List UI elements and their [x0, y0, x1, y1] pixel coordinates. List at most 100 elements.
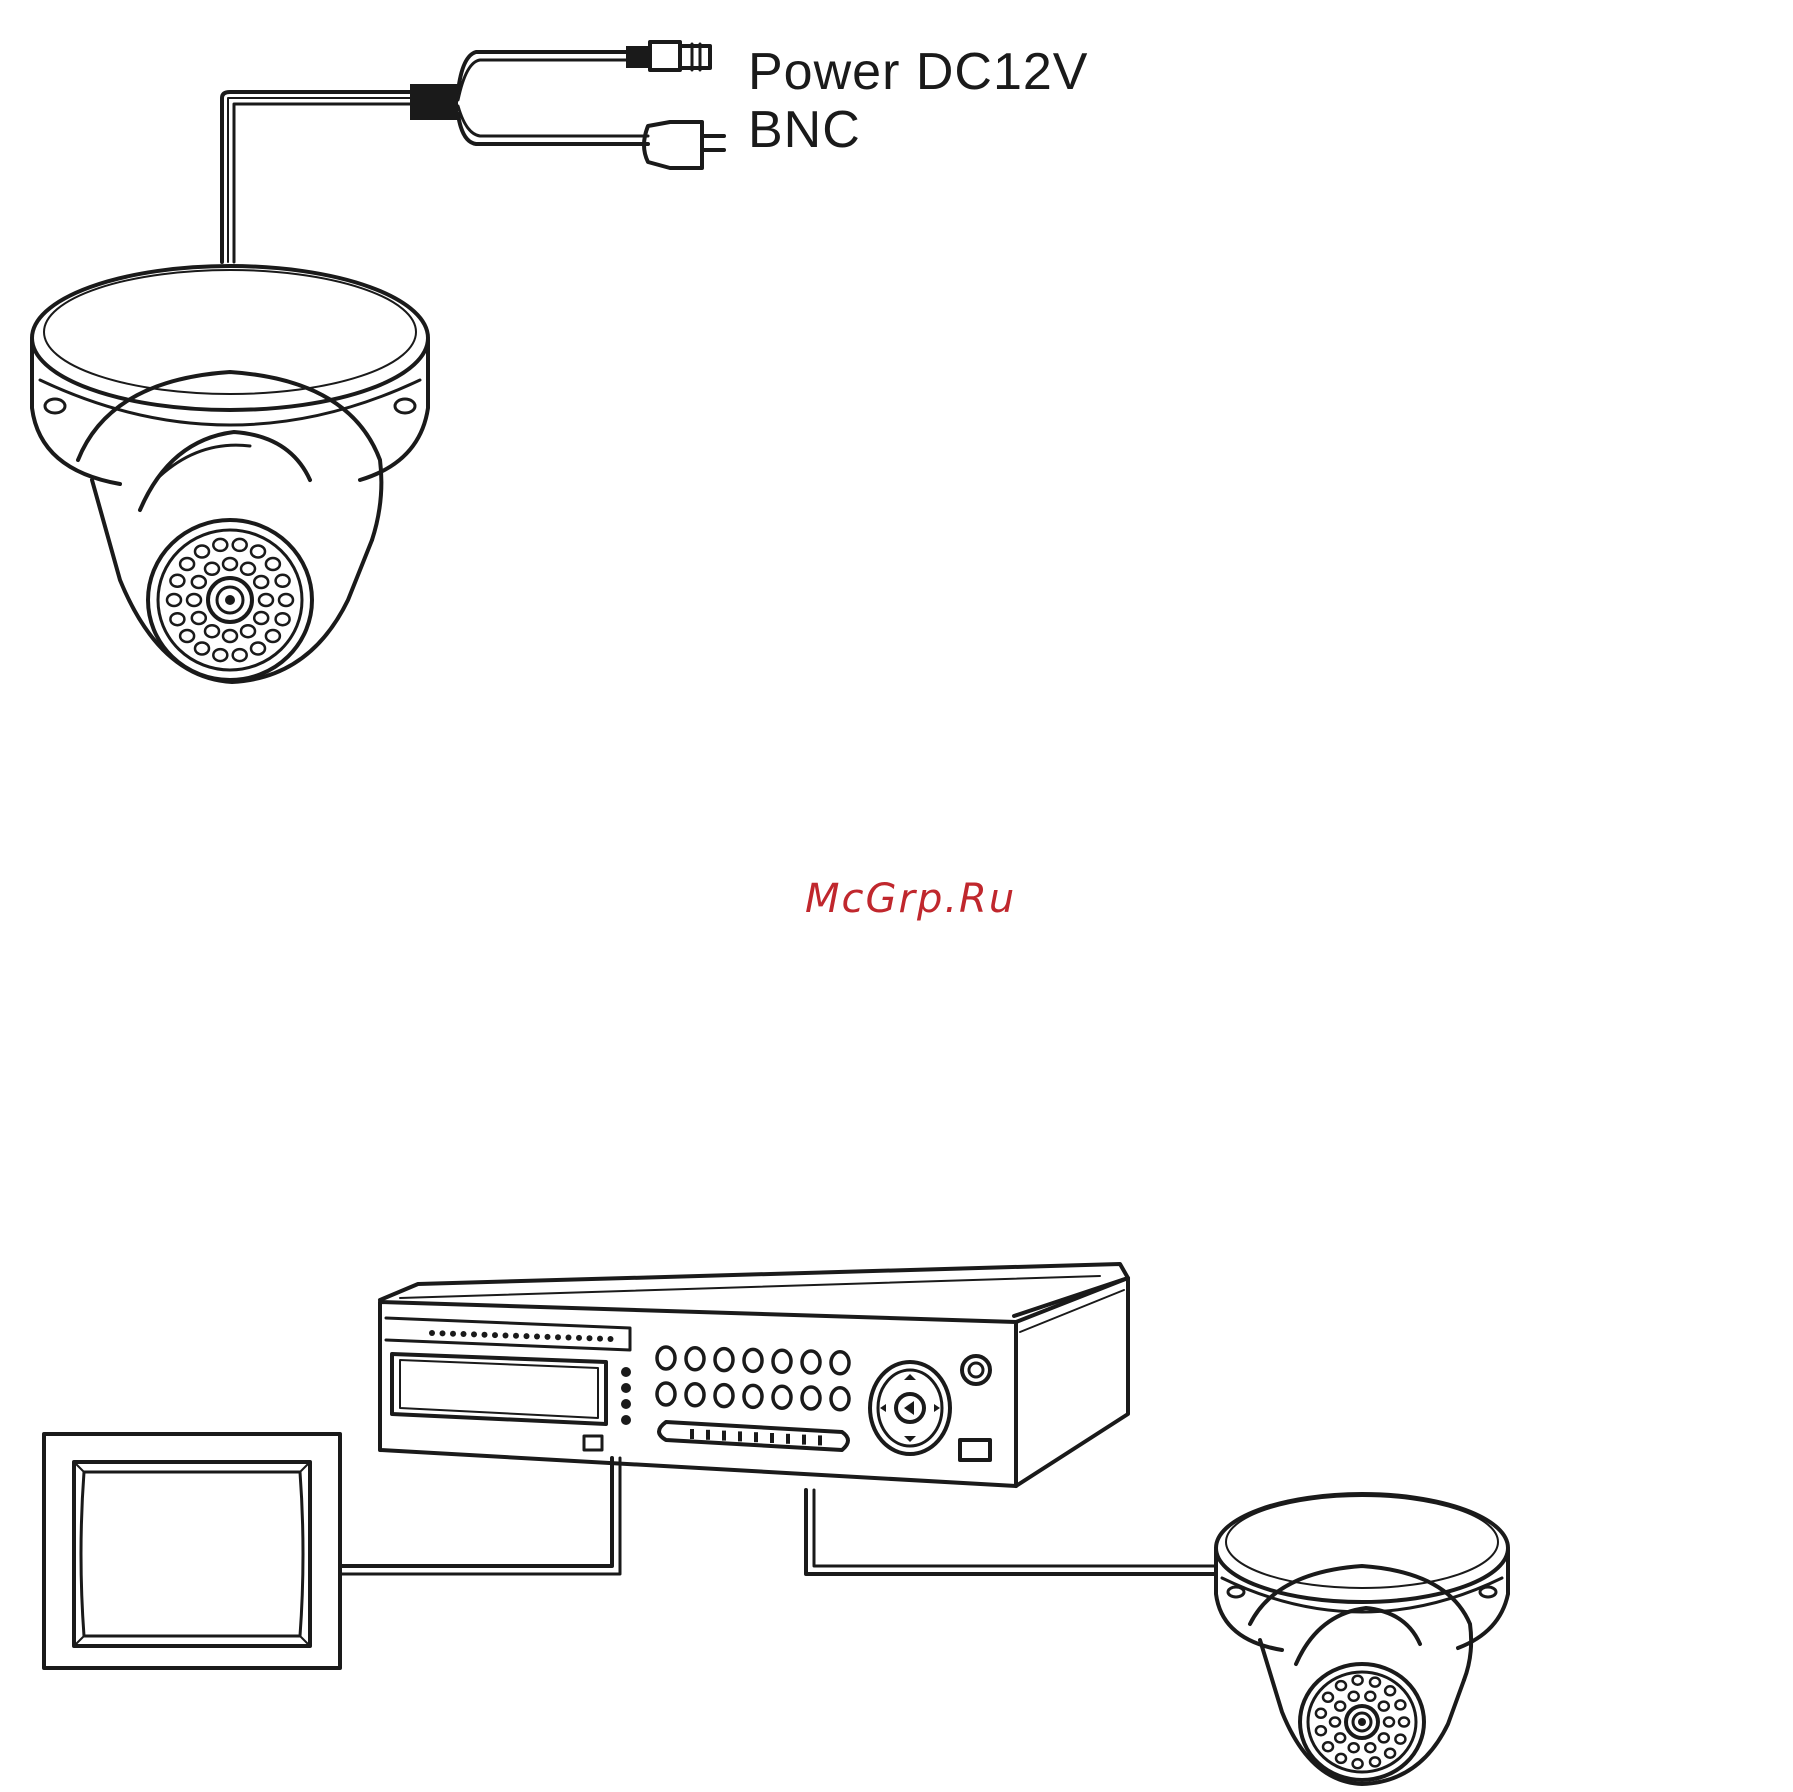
ir-led [233, 539, 247, 551]
playback-icon [690, 1429, 694, 1439]
ir-led [241, 563, 255, 575]
strip-led [566, 1335, 572, 1341]
ir-led [251, 546, 265, 558]
camera-lens-bottom [1300, 1664, 1424, 1780]
playback-icon [786, 1434, 790, 1444]
bnc-label: BNC [748, 100, 861, 160]
dome-camera-bottom [1216, 1494, 1508, 1784]
power-dc12v-label: Power DC12V [748, 42, 1088, 102]
strip-led [608, 1336, 614, 1342]
watermark: McGrp.Ru [805, 876, 1016, 922]
ir-led [279, 594, 293, 606]
ir-led [1365, 1692, 1375, 1701]
ir-led [1336, 1681, 1346, 1690]
ir-led [1335, 1702, 1345, 1711]
ir-led [180, 630, 194, 642]
ir-led [205, 563, 219, 575]
ir-led [259, 594, 273, 606]
ir-led [254, 576, 268, 588]
ir-led [1385, 1686, 1395, 1695]
dvr-playback-bar [659, 1422, 848, 1450]
playback-icon [722, 1431, 726, 1441]
dvr-jog-dial [870, 1362, 950, 1454]
ir-led [180, 558, 194, 570]
cable-splitter [410, 84, 458, 120]
ir-led [1399, 1718, 1409, 1727]
camera-base-bottom [1216, 1494, 1508, 1650]
dvr-button [657, 1383, 675, 1405]
ir-led [1323, 1742, 1333, 1751]
ir-led [1395, 1700, 1405, 1709]
strip-led [482, 1332, 488, 1338]
dvr-button [773, 1386, 791, 1408]
ir-led [1370, 1757, 1380, 1766]
dvr-button [657, 1347, 675, 1369]
strip-led [524, 1333, 530, 1339]
ir-led [1353, 1759, 1363, 1768]
dvr-usb-port [584, 1436, 602, 1450]
ir-led [241, 625, 255, 637]
dvr-button [744, 1349, 762, 1371]
playback-icon [802, 1435, 806, 1445]
camera-dome-bottom [1250, 1566, 1471, 1784]
camera-dome-top [78, 372, 381, 682]
ir-led [1335, 1733, 1345, 1742]
dvr-button [831, 1388, 849, 1410]
dvr-status-dots [621, 1367, 631, 1425]
strip-led [503, 1332, 509, 1338]
ir-led [1379, 1733, 1389, 1742]
ir-led [195, 643, 209, 655]
strip-led [545, 1334, 551, 1340]
ir-led [1323, 1693, 1333, 1702]
video-out-cable [340, 1458, 620, 1574]
ir-led [276, 575, 290, 587]
playback-icon [770, 1433, 774, 1443]
ir-led [192, 612, 206, 624]
dvr-button [715, 1385, 733, 1407]
ir-led [1395, 1735, 1405, 1744]
ir-led [1349, 1692, 1359, 1701]
ir-led [170, 575, 184, 587]
strip-led [471, 1331, 477, 1337]
ir-led [213, 649, 227, 661]
dvr-button [802, 1387, 820, 1409]
strip-led [461, 1331, 467, 1337]
strip-led [587, 1335, 593, 1341]
ir-led [1336, 1754, 1346, 1763]
ir-led [266, 630, 280, 642]
ir-led [167, 594, 181, 606]
strip-led [513, 1333, 519, 1339]
dvr-button [686, 1384, 704, 1406]
ir-led [1379, 1702, 1389, 1711]
dvr-button [831, 1352, 849, 1374]
ir-led [223, 558, 237, 570]
dvr-indicator-leds [429, 1330, 614, 1342]
camera-base-top [32, 266, 428, 484]
ir-led [223, 630, 237, 642]
ir-led [187, 594, 201, 606]
ir-led [251, 643, 265, 655]
ir-led [266, 558, 280, 570]
dome-camera-top [32, 42, 724, 682]
ir-led [195, 546, 209, 558]
strip-led [576, 1335, 582, 1341]
ir-led [1384, 1718, 1394, 1727]
power-lead [458, 42, 710, 100]
camera-cable-top [222, 92, 412, 262]
ir-led [276, 613, 290, 625]
ir-led [1316, 1726, 1326, 1735]
playback-icon [754, 1432, 758, 1442]
ir-led [1349, 1743, 1359, 1752]
dvr-button [802, 1351, 820, 1373]
strip-led [534, 1334, 540, 1340]
ir-led [1365, 1743, 1375, 1752]
ir-led [170, 613, 184, 625]
dvr-button [744, 1385, 762, 1407]
ir-led [192, 576, 206, 588]
strip-led [555, 1334, 561, 1340]
bnc-lead [458, 106, 724, 168]
ir-led [1353, 1676, 1363, 1685]
dvr-recorder [380, 1264, 1128, 1486]
ir-led [213, 539, 227, 551]
strip-led [597, 1336, 603, 1342]
